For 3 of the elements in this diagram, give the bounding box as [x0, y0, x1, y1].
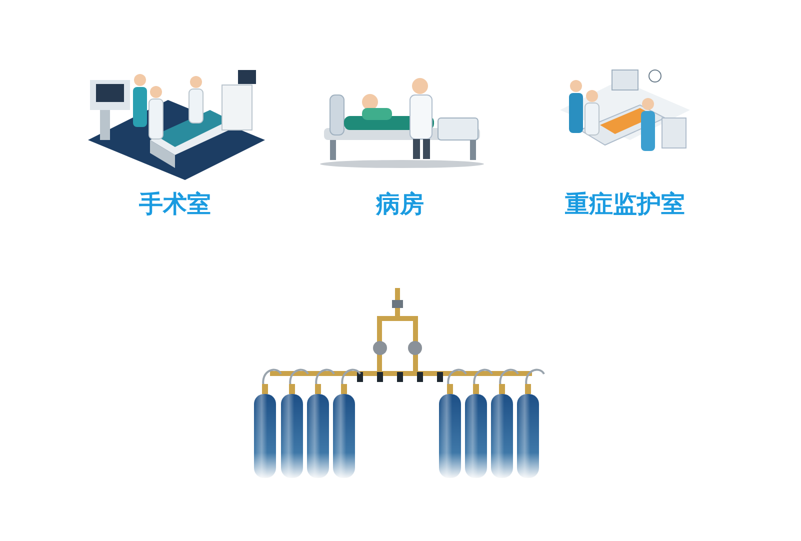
room-label: 病房 [376, 189, 424, 220]
room-label: 手术室 [139, 189, 211, 220]
room-label: 重症监护室 [565, 189, 685, 220]
